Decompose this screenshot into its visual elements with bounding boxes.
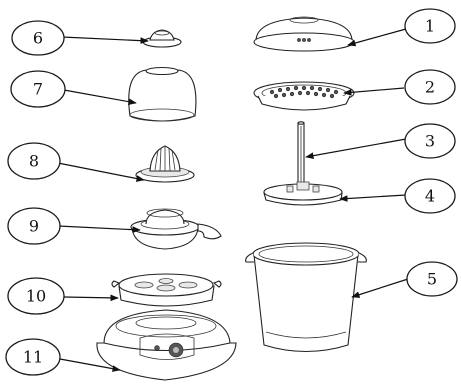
leader-7	[63, 89, 137, 105]
part-2-basket-drawing	[253, 81, 355, 111]
callout-9: 9	[7, 207, 61, 245]
svg-text:1: 1	[425, 17, 435, 36]
leader-10	[63, 294, 119, 302]
callout-7: 7	[10, 70, 66, 108]
part-7-dome-cover-drawing	[128, 66, 197, 122]
callout-1: 1	[404, 8, 456, 44]
leader-9	[57, 225, 141, 233]
leader-2	[343, 87, 405, 96]
svg-text:10: 10	[26, 287, 46, 306]
leader-1	[347, 28, 407, 47]
callout-6: 6	[11, 20, 65, 56]
leader-6	[61, 36, 149, 45]
callout-4: 4	[404, 178, 456, 214]
svg-text:9: 9	[29, 217, 39, 236]
svg-text:4: 4	[425, 187, 435, 206]
part-6-knob-drawing	[142, 29, 182, 48]
callout-8: 8	[7, 142, 61, 180]
svg-text:3: 3	[425, 132, 435, 151]
part-10-tray-drawing	[111, 273, 222, 307]
leader-8	[57, 162, 145, 182]
callout-3: 3	[404, 123, 456, 159]
callout-2: 2	[404, 69, 456, 105]
callout-10: 10	[7, 277, 65, 315]
part-1-lid-drawing	[253, 16, 355, 52]
part-9-juice-bowl-drawing	[130, 208, 222, 250]
callout-5: 5	[406, 261, 458, 297]
part-8-reamer-cone-drawing	[135, 145, 195, 183]
leader-5	[351, 278, 409, 298]
part-4-base-plate-drawing	[263, 181, 343, 206]
leader-4	[339, 194, 407, 202]
svg-text:8: 8	[29, 152, 39, 171]
leader-3	[305, 138, 407, 159]
svg-text:7: 7	[33, 80, 43, 99]
svg-text:2: 2	[425, 78, 435, 97]
svg-text:11: 11	[23, 348, 43, 367]
part-11-base-drawing	[96, 309, 237, 381]
leader-11	[59, 358, 121, 372]
svg-text:6: 6	[33, 29, 43, 48]
leader-lines	[57, 28, 409, 372]
part-3-shaft-drawing	[297, 121, 305, 189]
svg-text:5: 5	[427, 270, 437, 289]
callout-11: 11	[5, 338, 61, 376]
part-5-container-drawing	[245, 242, 367, 353]
